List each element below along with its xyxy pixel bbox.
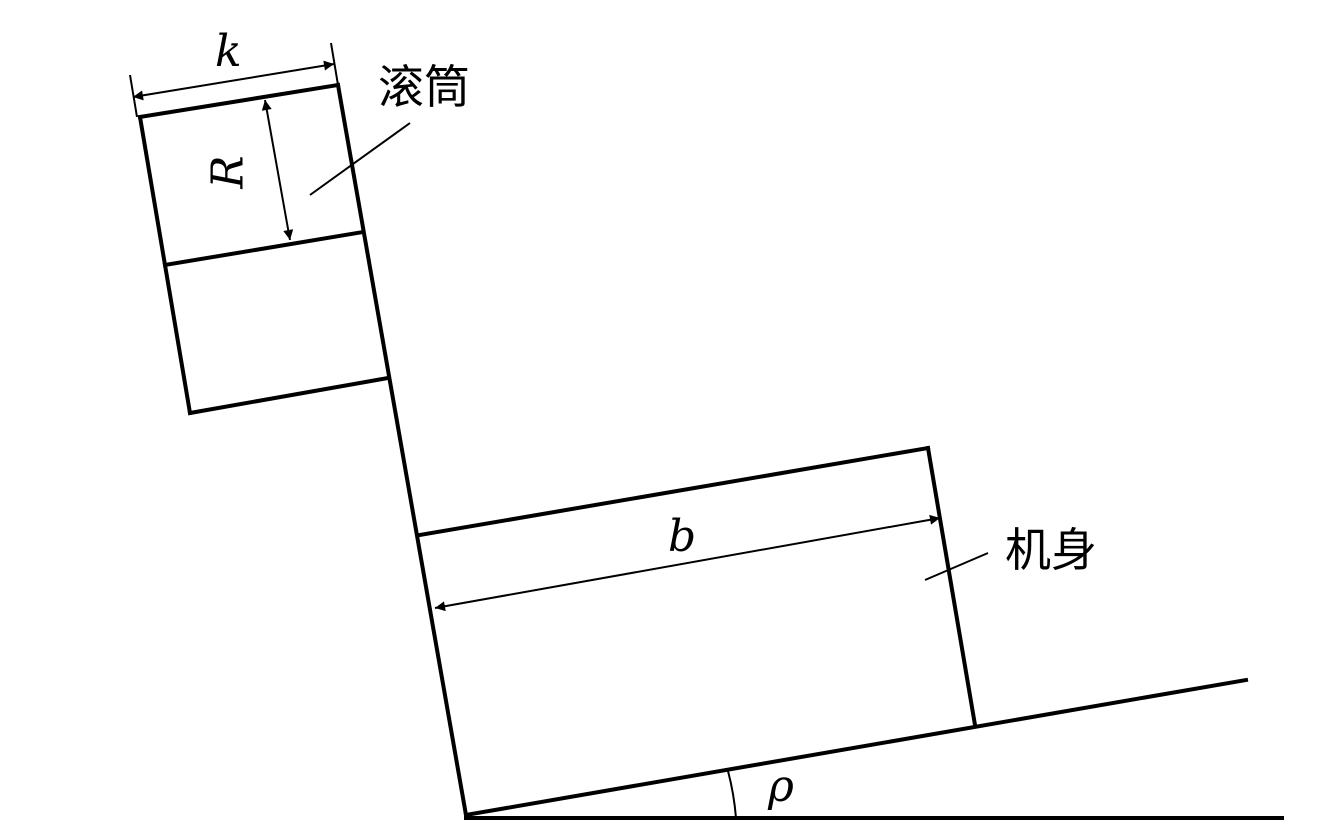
label-drum: 滚筒 [378, 60, 470, 114]
drum-leader-line [309, 122, 411, 196]
drum [137, 82, 391, 416]
label-b: b [668, 511, 697, 562]
back-frame-line [335, 82, 469, 818]
label-R: R [202, 155, 254, 189]
slope-line [463, 677, 1249, 818]
label-rho: ρ [768, 761, 794, 812]
k-dimension [129, 42, 339, 118]
body-leader-line [924, 552, 989, 581]
R-dimension-arrow [261, 99, 294, 241]
label-k: k [215, 26, 242, 77]
machine-body [417, 445, 978, 728]
label-body: 机身 [1005, 523, 1097, 577]
rho-angle-arc [727, 770, 737, 819]
b-dimension-arrow [434, 514, 941, 612]
